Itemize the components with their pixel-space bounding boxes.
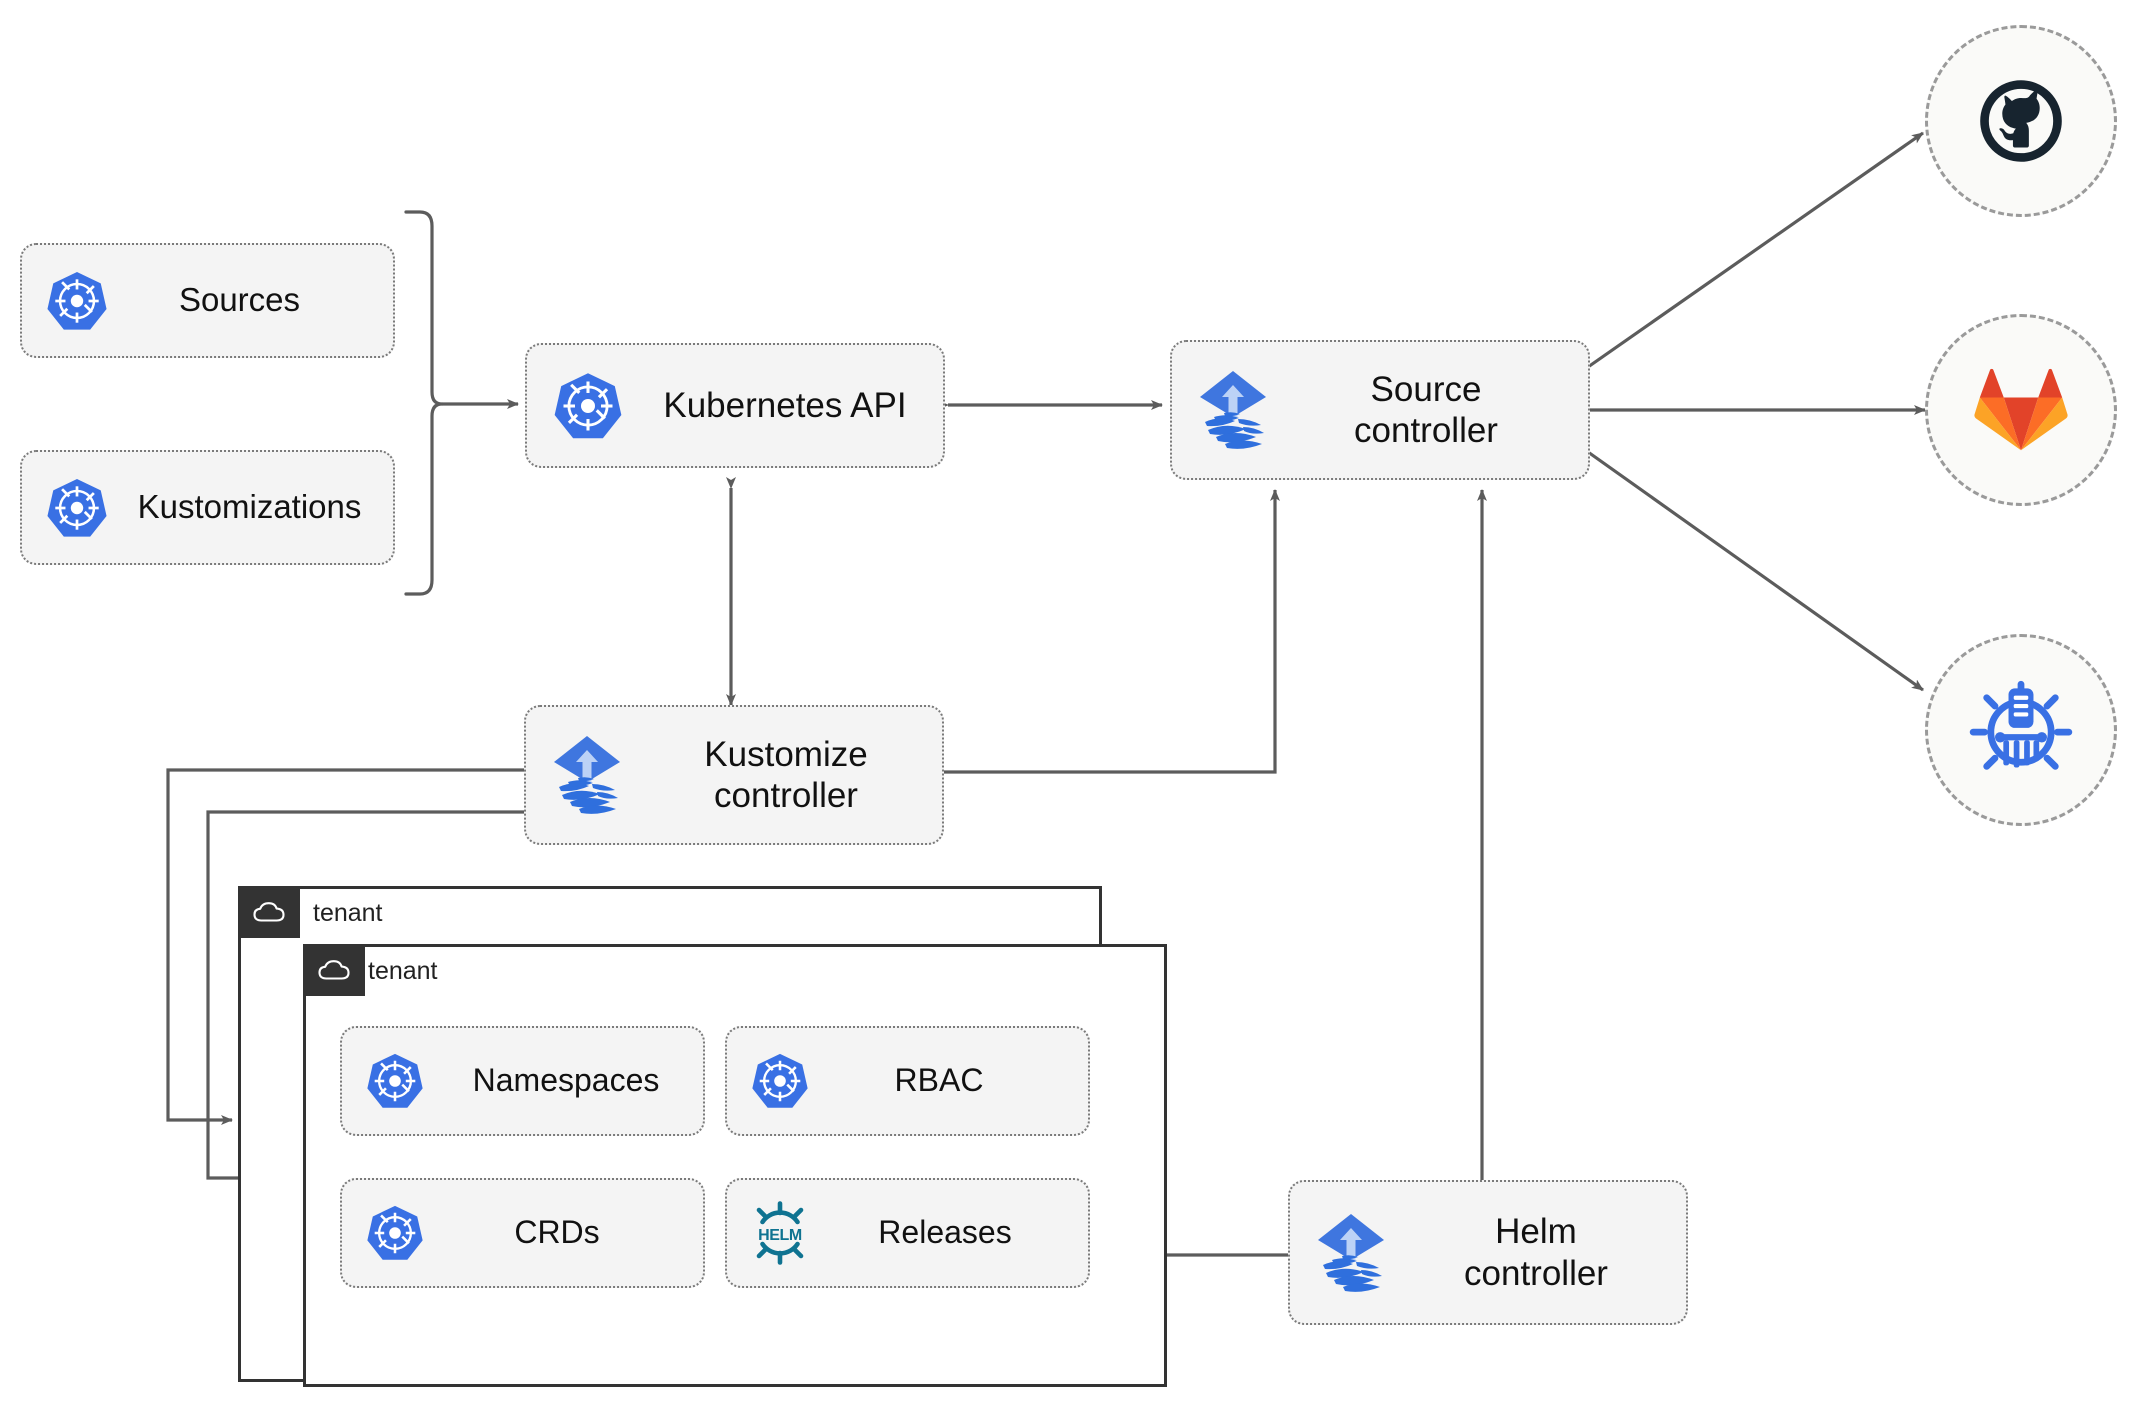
node-crds-label: CRDs <box>514 1214 600 1251</box>
node-kubernetes-api-label: Kubernetes API <box>663 385 907 425</box>
node-source-controller-label: Source controller <box>1354 369 1498 450</box>
kubernetes-icon <box>727 1052 832 1110</box>
node-kustomize-controller-label: Kustomize controller <box>704 734 868 815</box>
flux-icon <box>526 732 648 818</box>
flux-icon <box>1290 1210 1412 1296</box>
node-kustomizations-label: Kustomizations <box>137 488 362 526</box>
node-kustomize-controller[interactable]: Kustomize controller <box>524 705 944 845</box>
tenant-tab-inner <box>303 944 365 996</box>
tenant-label-outer: tenant <box>313 899 383 927</box>
node-source-controller[interactable]: Source controller <box>1170 340 1590 480</box>
flux-icon <box>1172 367 1294 453</box>
tenant-tab-outer <box>238 886 300 938</box>
kubernetes-icon <box>22 270 132 332</box>
helm-repository-icon <box>1969 680 2073 770</box>
endpoint-gitlab[interactable] <box>1925 314 2117 506</box>
gitlab-icon <box>1974 368 2068 451</box>
node-namespaces-label: Namespaces <box>472 1062 660 1099</box>
kubernetes-icon <box>527 371 649 441</box>
kubernetes-icon <box>22 477 132 539</box>
endpoint-github[interactable] <box>1925 25 2117 217</box>
node-sources-label: Sources <box>178 281 301 319</box>
node-rbac-label: RBAC <box>894 1062 984 1099</box>
node-rbac[interactable]: RBAC <box>725 1026 1090 1136</box>
cloud-icon <box>318 960 350 980</box>
node-releases-label: Releases <box>878 1214 1012 1251</box>
node-sources[interactable]: Sources <box>20 243 395 358</box>
tenant-label-inner: tenant <box>368 957 438 985</box>
cloud-icon <box>253 902 285 922</box>
kubernetes-icon <box>342 1204 447 1262</box>
endpoint-helm-repository[interactable] <box>1925 634 2117 826</box>
node-helm-controller-label: Helm controller <box>1464 1212 1608 1293</box>
node-kubernetes-api[interactable]: Kubernetes API <box>525 343 945 468</box>
node-helm-controller[interactable]: Helm controller <box>1288 1180 1688 1325</box>
helm-icon: HELM <box>727 1201 832 1265</box>
node-releases[interactable]: HELM Releases <box>725 1178 1090 1288</box>
node-namespaces[interactable]: Namespaces <box>340 1026 705 1136</box>
node-crds[interactable]: CRDs <box>340 1178 705 1288</box>
tenant-container-inner[interactable] <box>303 944 1167 1387</box>
github-icon <box>1980 80 2062 162</box>
node-kustomizations[interactable]: Kustomizations <box>20 450 395 565</box>
kubernetes-icon <box>342 1052 447 1110</box>
svg-text:HELM: HELM <box>758 1227 802 1244</box>
